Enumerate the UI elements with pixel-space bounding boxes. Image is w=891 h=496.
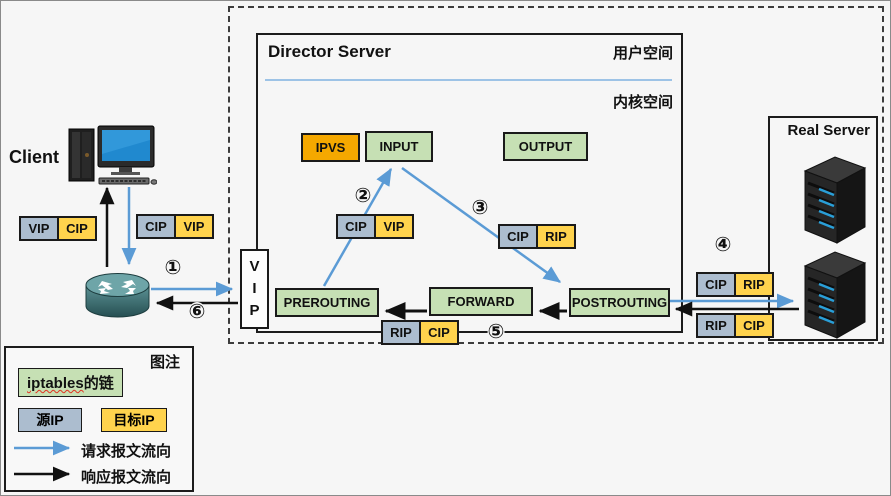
director-server-box: Director Server 用户空间 内核空间 bbox=[256, 33, 683, 333]
packet-label-request-after-nat: CIP RIP bbox=[498, 224, 576, 249]
user-space-label: 用户空间 bbox=[612, 45, 673, 62]
kernel-boundary-dashed-box bbox=[228, 6, 884, 344]
source-ip-cell: RIP bbox=[381, 320, 421, 345]
vip-letter: V bbox=[249, 258, 260, 276]
client-label: Client bbox=[9, 147, 60, 167]
director-server-title: Director Server bbox=[268, 42, 391, 61]
real-server-box: Real Server bbox=[768, 116, 878, 341]
dest-ip-cell: CIP bbox=[57, 216, 97, 241]
dest-ip-cell: RIP bbox=[734, 272, 774, 297]
step-2-badge: ② bbox=[354, 185, 372, 207]
vip-interface-box: V I P bbox=[240, 249, 269, 329]
step-3-badge: ③ bbox=[471, 197, 489, 219]
legend-iptables-chain-swatch: iptables的链 bbox=[18, 368, 123, 397]
legend-iptables-word: iptables bbox=[27, 375, 84, 392]
packet-label-request-from-client: CIP VIP bbox=[136, 214, 214, 239]
real-server-icon bbox=[803, 251, 867, 339]
prerouting-chain-box: PREROUTING bbox=[275, 288, 379, 317]
input-chain-box: INPUT bbox=[365, 131, 433, 162]
source-ip-cell: VIP bbox=[19, 216, 59, 241]
packet-label-request-in-director: CIP VIP bbox=[336, 214, 414, 239]
dest-ip-cell: RIP bbox=[536, 224, 576, 249]
legend-response-flow-label: 响应报文流向 bbox=[81, 469, 172, 486]
vip-letter: P bbox=[249, 301, 260, 319]
real-server-icon bbox=[803, 156, 867, 244]
packet-label-request-to-realserver: CIP RIP bbox=[696, 272, 774, 297]
packet-label-response-in-director: RIP CIP bbox=[381, 320, 459, 345]
forward-chain-box: FORWARD bbox=[429, 287, 533, 316]
source-ip-cell: CIP bbox=[696, 272, 736, 297]
kernel-space-label: 内核空间 bbox=[612, 94, 673, 111]
dest-ip-cell: CIP bbox=[734, 313, 774, 338]
legend-box: 图注 iptables的链 源IP 目标IP 请求报文流向 响应报文流向 bbox=[4, 346, 194, 492]
dest-ip-cell: VIP bbox=[374, 214, 414, 239]
step-4-badge: ④ bbox=[714, 234, 732, 256]
packet-label-response-to-client: VIP CIP bbox=[19, 216, 97, 241]
legend-dest-ip-swatch: 目标IP bbox=[101, 408, 167, 432]
packet-label-response-from-realserver: RIP CIP bbox=[696, 313, 774, 338]
dest-ip-cell: CIP bbox=[419, 320, 459, 345]
step-1-badge: ① bbox=[164, 257, 182, 279]
legend-request-flow-label: 请求报文流向 bbox=[81, 443, 172, 460]
postrouting-chain-box: POSTROUTING bbox=[569, 288, 670, 317]
ipvs-box: IPVS bbox=[301, 133, 360, 162]
source-ip-cell: CIP bbox=[498, 224, 538, 249]
router-icon bbox=[85, 273, 150, 318]
legend-chain-suffix: 的链 bbox=[83, 375, 114, 392]
legend-source-ip-swatch: 源IP bbox=[18, 408, 82, 432]
client-computer-icon bbox=[68, 125, 157, 185]
vip-letter: I bbox=[252, 280, 257, 298]
output-chain-box: OUTPUT bbox=[503, 132, 588, 161]
step-5-badge: ⑤ bbox=[487, 321, 505, 343]
user-kernel-divider-line bbox=[265, 79, 672, 81]
source-ip-cell: CIP bbox=[136, 214, 176, 239]
source-ip-cell: RIP bbox=[696, 313, 736, 338]
real-server-title: Real Server bbox=[787, 122, 870, 139]
legend-title: 图注 bbox=[149, 354, 180, 371]
source-ip-cell: CIP bbox=[336, 214, 376, 239]
step-6-badge: ⑥ bbox=[188, 301, 206, 323]
dest-ip-cell: VIP bbox=[174, 214, 214, 239]
